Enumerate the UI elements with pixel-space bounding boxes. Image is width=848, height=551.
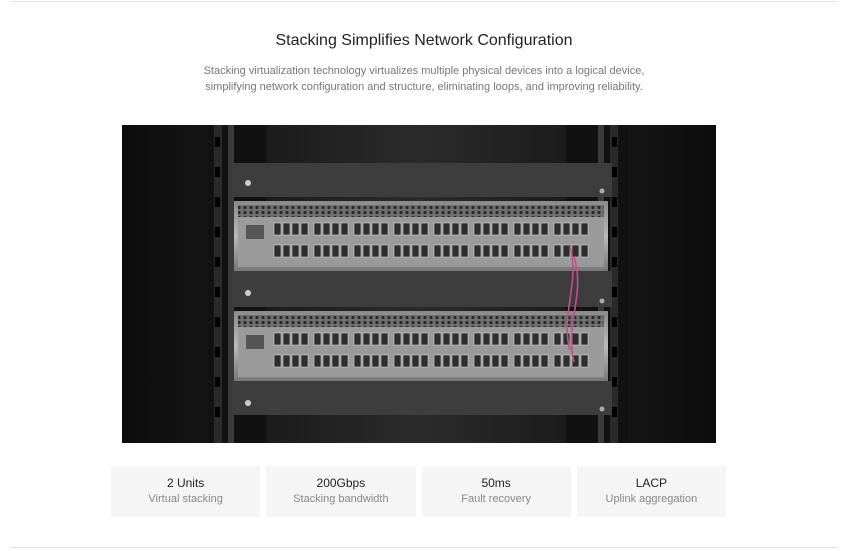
stat-card-stacking-bandwidth: 200Gbps Stacking bandwidth xyxy=(266,466,416,517)
stat-card-fault-recovery: 50ms Fault recovery xyxy=(421,466,571,517)
stat-card-uplink-aggregation: LACP Uplink aggregation xyxy=(576,466,726,517)
section-description-line-2: simplifying network configuration and st… xyxy=(205,81,643,93)
stat-label: Virtual stacking xyxy=(148,493,223,505)
top-divider xyxy=(10,1,838,2)
stat-card-virtual-stacking: 2 Units Virtual stacking xyxy=(111,466,261,517)
stats-row: 2 Units Virtual stacking 200Gbps Stackin… xyxy=(111,466,726,517)
stat-value: 200Gbps xyxy=(316,476,366,490)
stacked-switches-rack-image xyxy=(122,125,716,443)
stat-label: Uplink aggregation xyxy=(605,493,698,505)
section-title: Stacking Simplifies Network Configuratio… xyxy=(275,32,573,49)
stat-value: 2 Units xyxy=(166,476,205,490)
stat-label: Stacking bandwidth xyxy=(293,493,389,505)
stat-value: 50ms xyxy=(481,476,511,490)
section-description-line-1: Stacking virtualization technology virtu… xyxy=(203,65,645,77)
bottom-divider xyxy=(10,547,838,548)
stat-value: LACP xyxy=(635,476,668,490)
stat-label: Fault recovery xyxy=(461,493,531,505)
